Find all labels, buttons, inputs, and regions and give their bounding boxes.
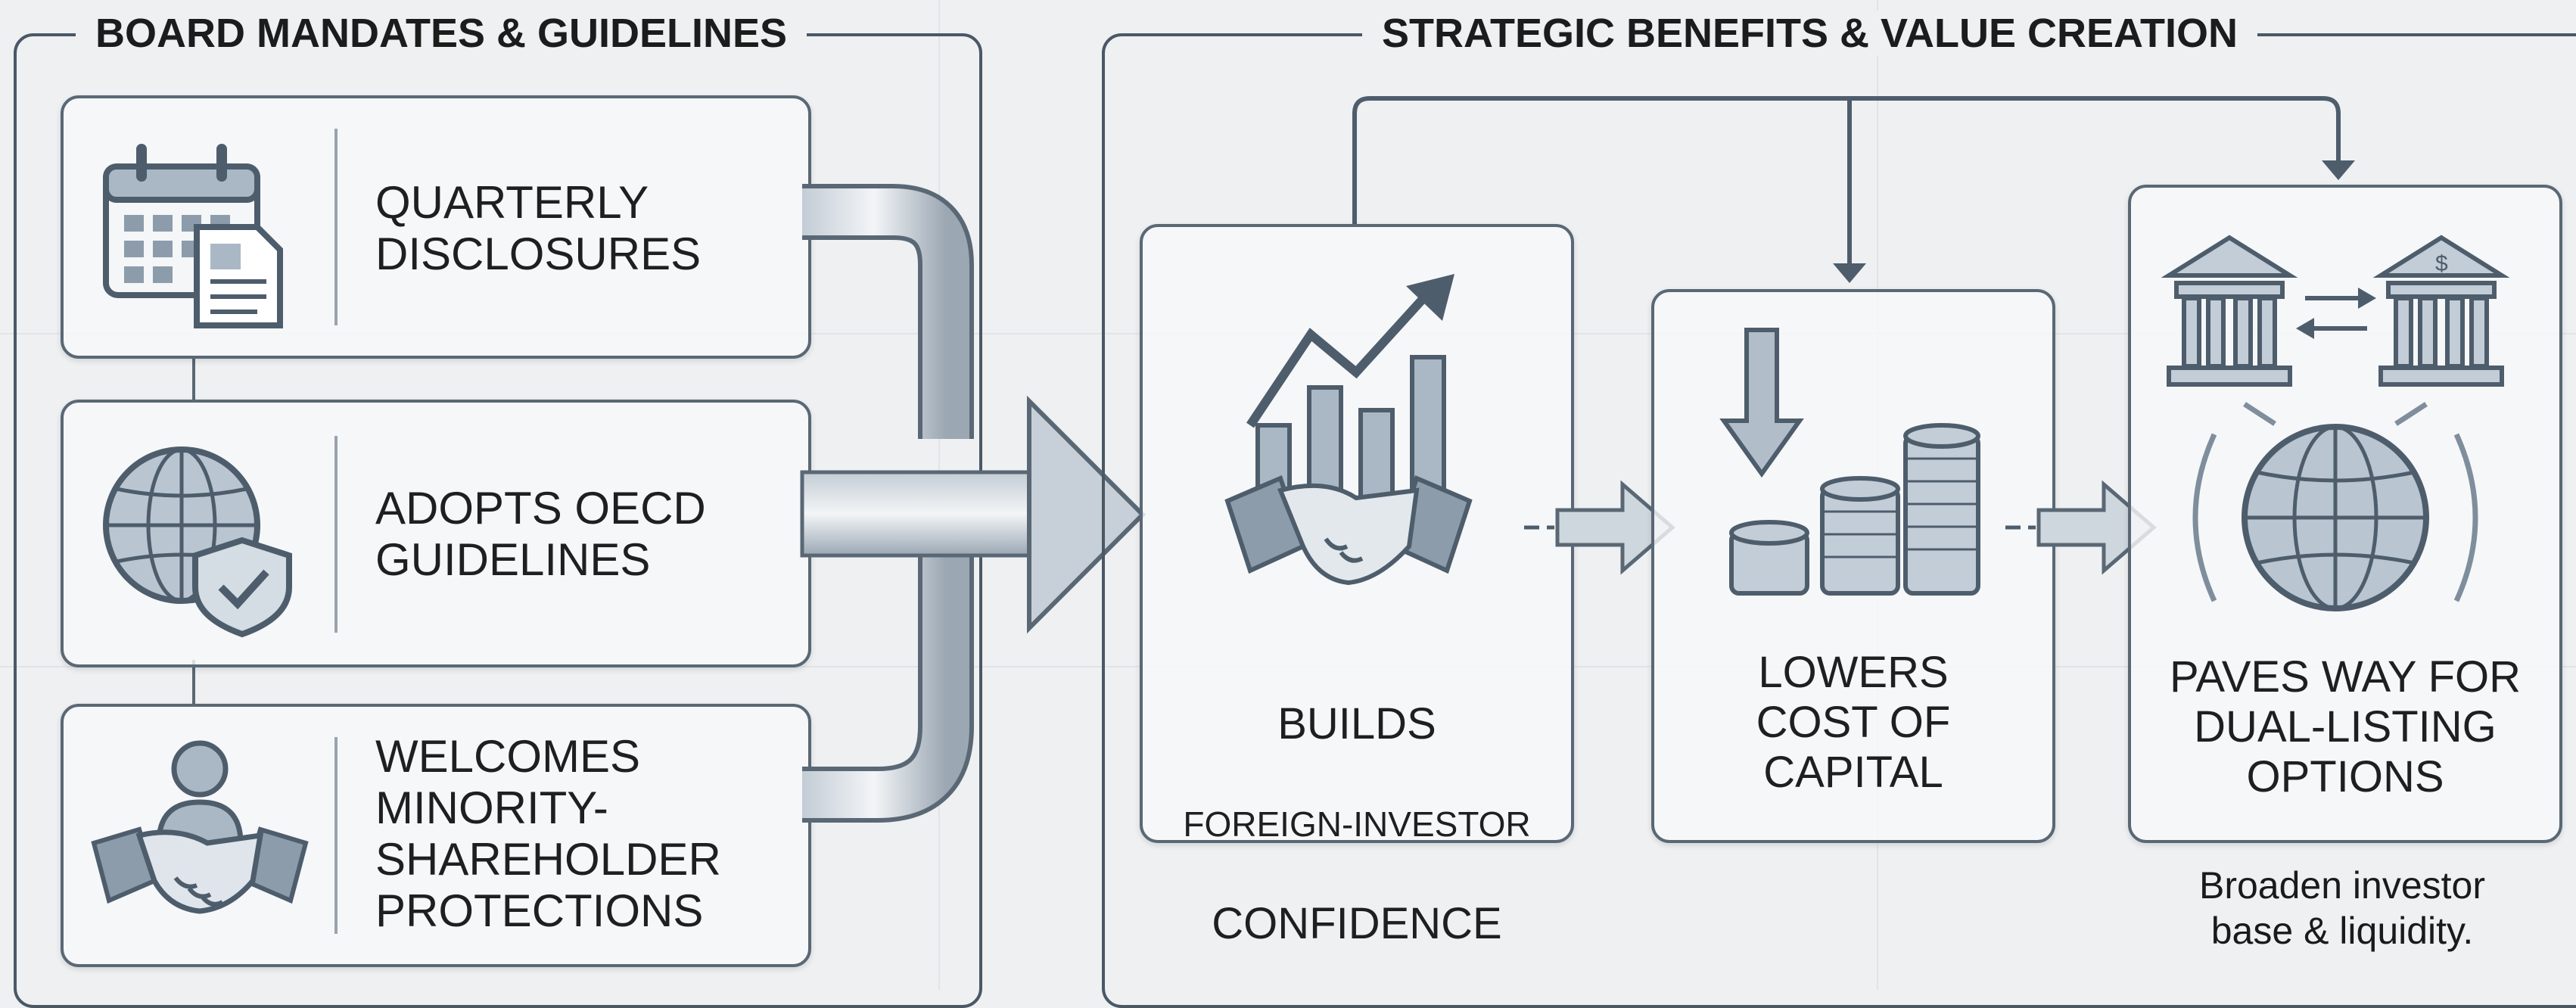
investor-confidence-line3: CONFIDENCE	[1212, 899, 1502, 948]
investor-confidence-label: BUILDS FOREIGN-INVESTOR CONFIDENCE	[1143, 649, 1571, 999]
investor-base-note: Broaden investor base & liquidity.	[2198, 864, 2485, 952]
feedback-connector	[1352, 96, 2355, 283]
card-connector	[192, 356, 195, 401]
cost-of-capital-label: LOWERS COST OF CAPITAL	[1756, 648, 1951, 797]
globe-shield-icon	[103, 446, 292, 638]
minority-shareholder-label: WELCOMES MINORITY- SHAREHOLDER PROTECTIO…	[375, 731, 721, 936]
dual-listing-card: $ PAVES WAY FOR DUAL-LISTING OPTIONS	[2128, 185, 2562, 843]
handshake-person-icon	[91, 740, 309, 914]
quarterly-disclosures-label: QUARTERLY DISCLOSURES	[375, 177, 702, 279]
investor-confidence-line2: FOREIGN-INVESTOR	[1183, 804, 1531, 844]
investor-confidence-line1: BUILDS	[1277, 699, 1436, 748]
strategic-benefits-title: STRATEGIC BENEFITS & VALUE CREATION	[1362, 11, 2258, 56]
quarterly-disclosures-card: QUARTERLY DISCLOSURES	[61, 95, 811, 359]
handshake-growth-chart-icon	[1224, 274, 1473, 586]
investor-confidence-card: BUILDS FOREIGN-INVESTOR CONFIDENCE	[1140, 224, 1574, 948]
board-mandates-title: BOARD MANDATES & GUIDELINES	[76, 11, 807, 56]
oecd-guidelines-card: ADOPTS OECD GUIDELINES	[61, 400, 811, 667]
flow-arrow	[1524, 480, 1675, 575]
calendar-document-icon	[103, 144, 283, 328]
cost-of-capital-card: LOWERS COST OF CAPITAL	[1651, 289, 2055, 843]
card-divider	[334, 737, 338, 934]
coins-down-arrow-icon	[1719, 328, 1980, 596]
banks-globe-icon: $	[2161, 235, 2510, 611]
oecd-guidelines-label: ADOPTS OECD GUIDELINES	[375, 483, 706, 585]
card-divider	[334, 436, 338, 633]
dual-listing-label: PAVES WAY FOR DUAL-LISTING OPTIONS	[2169, 652, 2522, 801]
svg-text:$: $	[2435, 251, 2448, 276]
card-connector	[192, 660, 195, 705]
minority-shareholder-card: WELCOMES MINORITY- SHAREHOLDER PROTECTIO…	[61, 704, 811, 967]
merge-flow-arrow	[800, 184, 1146, 823]
card-divider	[334, 129, 338, 325]
